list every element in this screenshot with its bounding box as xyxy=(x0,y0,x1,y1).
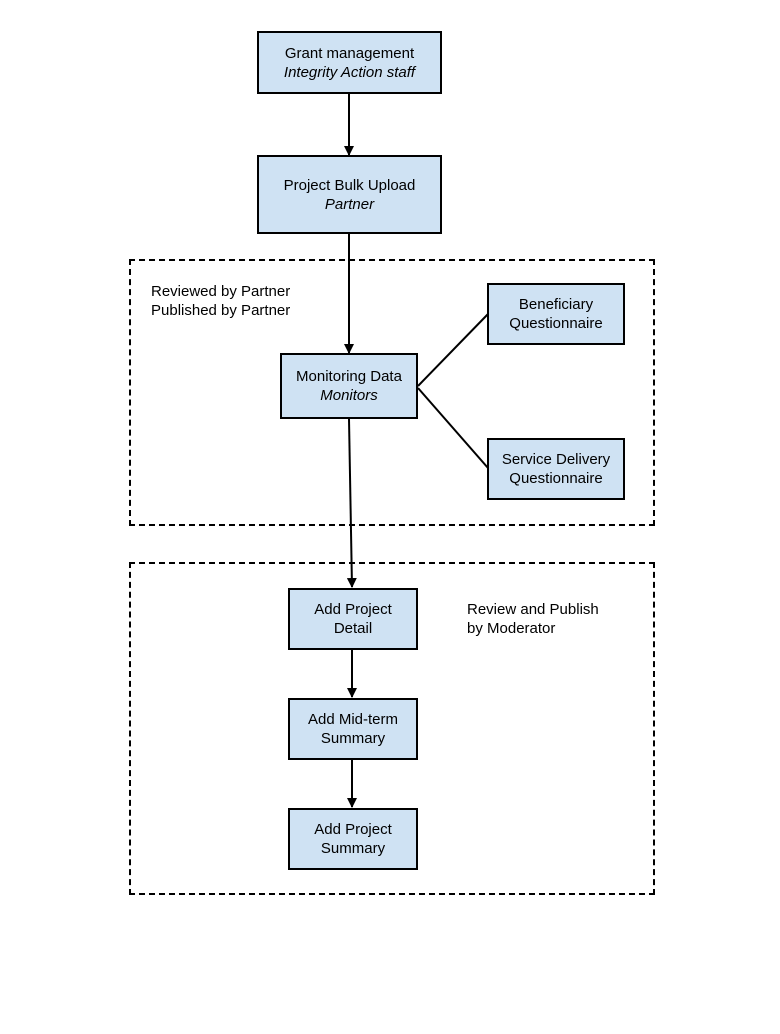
edge-monitoring-to-project-detail xyxy=(346,418,357,588)
node-label-line1: Add Mid-term xyxy=(307,711,399,728)
node-grant-management: Grant management Integrity Action staff xyxy=(257,31,442,94)
node-label-line1: Beneficiary xyxy=(518,296,594,313)
node-label-line2: Summary xyxy=(320,730,386,747)
node-role: Partner xyxy=(324,195,375,213)
node-monitoring-data: Monitoring Data Monitors xyxy=(280,353,418,419)
node-label-line2: Detail xyxy=(333,620,373,637)
node-add-midterm-summary: Add Mid-term Summary xyxy=(288,698,418,760)
node-add-project-detail: Add Project Detail xyxy=(288,588,418,650)
note-line1: Reviewed by Partner xyxy=(151,283,291,300)
edge-monitoring-to-service-delivery xyxy=(417,387,489,469)
node-label-line2: Summary xyxy=(320,840,386,857)
node-label-line1: Add Project xyxy=(314,821,392,838)
node-title: Monitoring Data xyxy=(296,368,402,385)
node-role: Monitors xyxy=(320,387,378,404)
moderator-review-note: Review and Publish by Moderator xyxy=(467,600,599,638)
node-title: Project Bulk Upload xyxy=(283,176,416,194)
edge-monitoring-to-beneficiary xyxy=(417,313,489,387)
node-service-delivery-questionnaire: Service Delivery Questionnaire xyxy=(487,438,625,500)
node-beneficiary-questionnaire: Beneficiary Questionnaire xyxy=(487,283,625,345)
moderator-review-group xyxy=(129,562,655,895)
partner-review-note: Reviewed by Partner Published by Partner xyxy=(151,282,290,320)
node-title: Grant management xyxy=(284,44,415,62)
node-label-line2: Questionnaire xyxy=(509,470,603,487)
partner-review-group xyxy=(129,259,655,526)
node-label-line2: Questionnaire xyxy=(509,315,603,332)
node-add-project-summary: Add Project Summary xyxy=(288,808,418,870)
node-label-line1: Service Delivery xyxy=(501,451,611,468)
note-line1: Review and Publish xyxy=(467,601,599,618)
node-label-line1: Add Project xyxy=(314,601,392,618)
node-role: Integrity Action staff xyxy=(283,63,416,81)
note-line2: Published by Partner xyxy=(151,302,291,319)
node-project-bulk-upload: Project Bulk Upload Partner xyxy=(257,155,442,234)
note-line2: by Moderator xyxy=(467,620,556,637)
